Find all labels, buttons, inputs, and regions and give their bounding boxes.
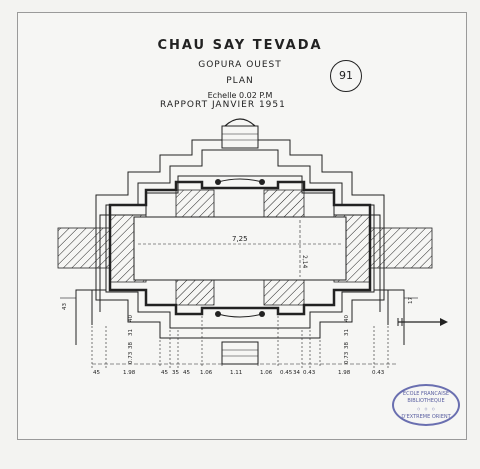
- dim-bottom-7: 1.06: [260, 370, 273, 376]
- dim-left-small: 43: [62, 303, 68, 310]
- dim-right-0: 40: [344, 315, 350, 322]
- dim-bottom-0: 45: [93, 370, 100, 376]
- dim-bottom-8: 0.45: [280, 370, 293, 376]
- dim-bottom-3: 35: [172, 370, 179, 376]
- width-dimension-label: 2,14: [301, 255, 308, 269]
- stamp-line-2: BIBLIOTHEQUE: [407, 398, 445, 404]
- pillar-base-ne: [259, 179, 265, 185]
- drawing-report-date: RAPPORT JANVIER 1951: [160, 100, 286, 110]
- dim-bottom-4: 45: [183, 370, 190, 376]
- drawing-subtitle: GOPURA OUEST: [198, 60, 282, 70]
- stamp-line-1: ECOLE FRANCAISE: [402, 391, 450, 397]
- dim-right-1: 31: [344, 329, 350, 336]
- sheet-number-badge: 91: [330, 60, 362, 92]
- drawing-plan-label: PLAN: [226, 76, 254, 86]
- dim-left-1: 31: [128, 329, 134, 336]
- dim-left-3: 0.73: [128, 351, 134, 364]
- dim-bottom-12: 0.43: [372, 370, 385, 376]
- central-chamber: [133, 216, 347, 281]
- dim-right-small: 17: [408, 297, 414, 304]
- dim-right-2: 38: [344, 342, 350, 349]
- south-stair-block: [221, 341, 259, 365]
- library-stamp: ECOLE FRANCAISE BIBLIOTHEQUE ◦ ◦ ◦ D'EXT…: [392, 384, 460, 426]
- length-dimension-label: 7,25: [232, 235, 248, 243]
- dim-bottom-2: 45: [161, 370, 168, 376]
- pillar-base-nw: [215, 179, 221, 185]
- dim-left-0: 40: [128, 315, 134, 322]
- stamp-line-3: D'EXTREME ORIENT: [401, 414, 451, 420]
- left-vertical-dimensions: 40 31 38 0.73: [128, 315, 134, 364]
- north-arrow-icon: [397, 318, 448, 326]
- north-arch: [224, 118, 256, 127]
- stamp-number: ◦ ◦ ◦: [416, 405, 436, 414]
- dim-bottom-9: 34: [293, 370, 300, 376]
- north-door-curve: [217, 178, 263, 183]
- dim-bottom-10: 0.43: [303, 370, 316, 376]
- dim-bottom-5: 1.06: [200, 370, 213, 376]
- dim-bottom-6: 1.11: [230, 370, 242, 376]
- right-vertical-dimensions: 40 31 38 0.73: [344, 315, 350, 364]
- pillar-base-sw: [215, 311, 221, 317]
- pillar-base-se: [259, 311, 265, 317]
- dim-right-3: 0.73: [344, 351, 350, 364]
- south-door-curve: [217, 313, 263, 318]
- east-wing-hatched: [369, 227, 433, 269]
- west-wing-hatched: [57, 227, 111, 269]
- cross-wall-outline: [108, 180, 372, 316]
- lower-step-outline: [95, 290, 385, 339]
- north-stair-block: [221, 125, 259, 149]
- dim-bottom-11: 1.98: [338, 370, 351, 376]
- dim-bottom-1: 1.98: [123, 370, 136, 376]
- dim-left-2: 38: [128, 342, 134, 349]
- drawing-title: CHAU SAY TEVADA: [157, 38, 323, 53]
- bottom-dimension-labels: 45 1.98 45 35 45 1.06 1.11 1.06 0.45 34 …: [93, 370, 385, 376]
- drawing-scale: Echelle 0.02 P.M: [207, 91, 273, 100]
- bottom-tick-group: [91, 316, 389, 368]
- lower-step-outline-2: [105, 290, 375, 329]
